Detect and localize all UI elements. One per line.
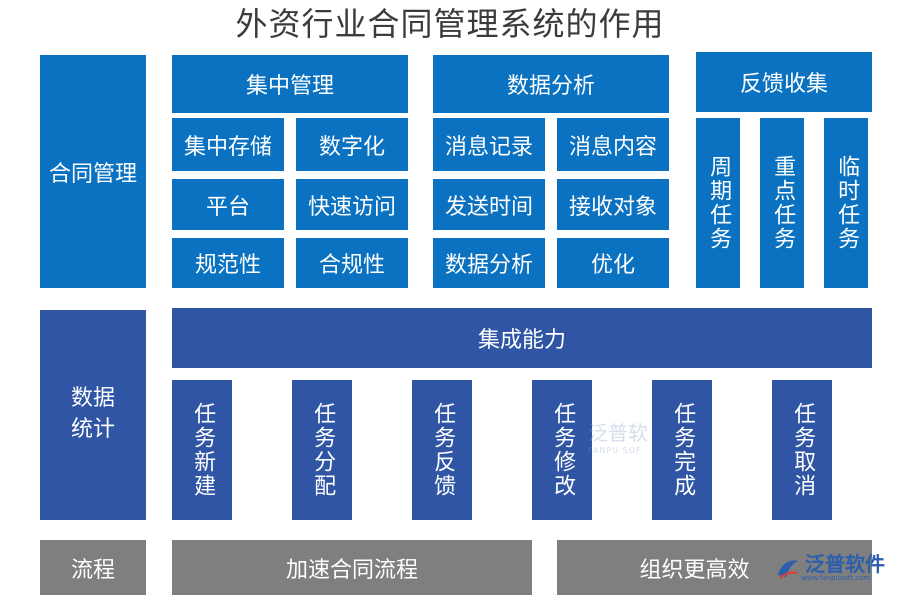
feedback-item: 临时任务 <box>824 118 868 288</box>
analysis-item: 消息内容 <box>557 118 669 171</box>
diagram-title: 外资行业合同管理系统的作用 <box>235 5 665 43</box>
integration-header: 集成能力 <box>172 308 872 368</box>
analysis-item: 发送时间 <box>433 179 545 230</box>
integration-item: 任务新建 <box>172 380 232 520</box>
integration-item: 任务分配 <box>292 380 352 520</box>
brand-logo: 泛普软件 www.fanpusoft.com <box>775 548 895 588</box>
brand-logo-sub: www.fanpusoft.com <box>801 574 871 582</box>
row-label-contract-management: 合同管理 <box>40 55 146 288</box>
analysis-header: 数据分析 <box>433 55 669 113</box>
integration-item: 任务取消 <box>772 380 832 520</box>
feedback-item: 周期任务 <box>696 118 740 288</box>
integration-item: 任务完成 <box>652 380 712 520</box>
watermark: 泛普软 FANPU SOF <box>588 416 678 456</box>
row-label-data-statistics: 数据统计 <box>40 310 146 520</box>
watermark-sub: FANPU SOF <box>588 446 642 455</box>
centralized-item: 快速访问 <box>296 179 408 230</box>
feedback-header: 反馈收集 <box>696 52 872 112</box>
row-label-data-statistics-text: 数据统计 <box>70 386 115 442</box>
analysis-item: 接收对象 <box>557 179 669 230</box>
analysis-item: 消息记录 <box>433 118 545 171</box>
centralized-item: 数字化 <box>296 118 408 171</box>
feedback-item: 重点任务 <box>760 118 804 288</box>
centralized-header: 集中管理 <box>172 55 408 113</box>
centralized-item: 平台 <box>172 179 284 230</box>
integration-item: 任务修改 <box>532 380 592 520</box>
centralized-item: 合规性 <box>296 238 408 288</box>
brand-logo-text: 泛普软件 <box>805 552 885 576</box>
process-item: 组织更高效 <box>557 540 872 595</box>
analysis-item: 数据分析 <box>433 238 545 288</box>
brand-logo-icon <box>778 560 798 579</box>
centralized-item: 规范性 <box>172 238 284 288</box>
integration-item: 任务反馈 <box>412 380 472 520</box>
watermark-text: 泛普软 <box>588 421 648 445</box>
process-item: 加速合同流程 <box>172 540 532 595</box>
centralized-item: 集中存储 <box>172 118 284 171</box>
analysis-item: 优化 <box>557 238 669 288</box>
row-label-process: 流程 <box>40 540 146 595</box>
